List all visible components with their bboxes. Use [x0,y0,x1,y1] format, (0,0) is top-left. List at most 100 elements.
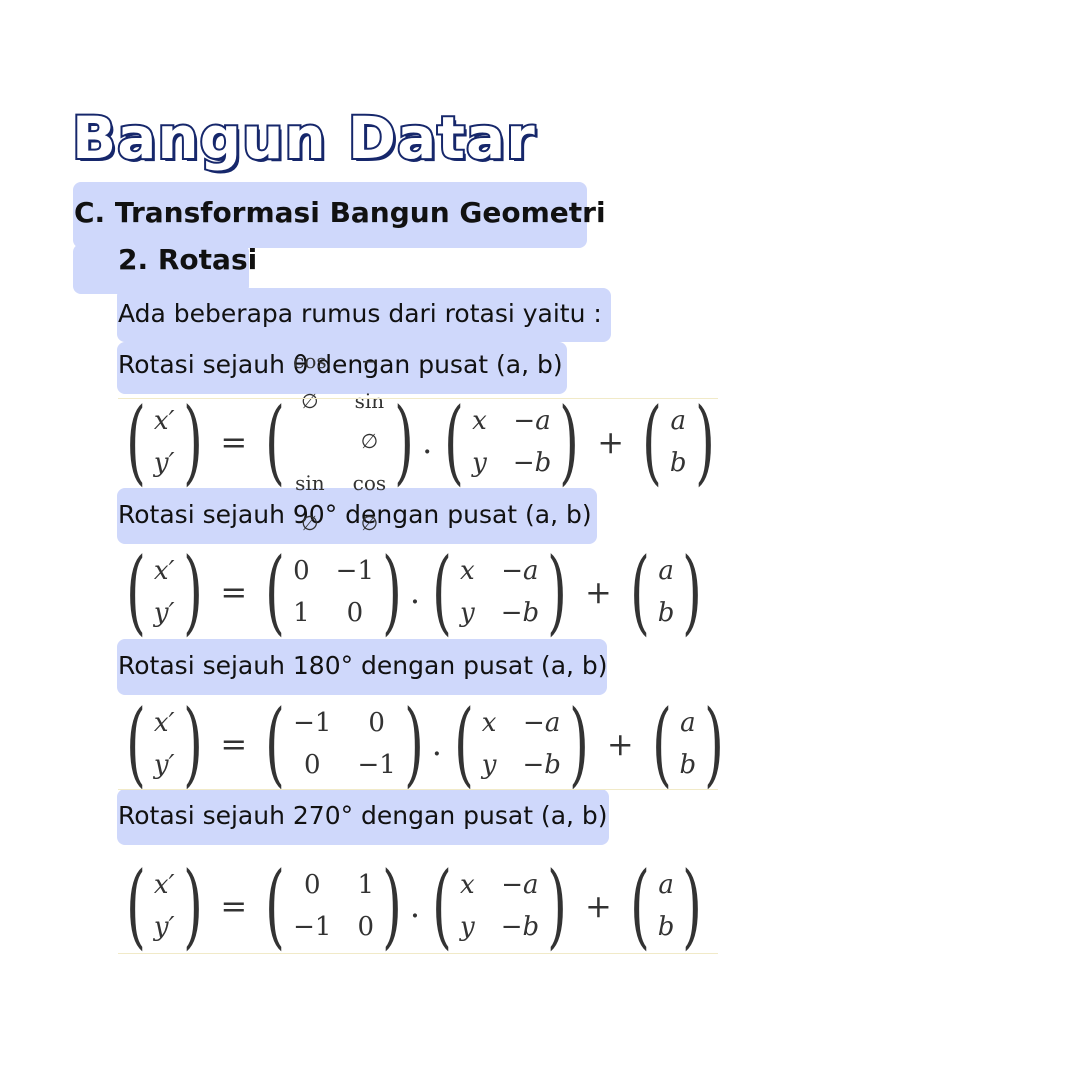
intro-highlight [117,288,611,342]
matrix-entry: 1 [293,598,310,628]
matrix-entry: y [481,750,497,780]
matrix-bracket: ( [629,538,650,645]
matrix-entry: a [658,870,674,900]
matrix-grid: cos ∅− sin ∅sin ∅cos ∅ [293,341,386,543]
matrix: (x′y′) [118,860,210,952]
matrix-entry: 1 [357,870,374,900]
matrix-entry: −b [500,912,540,942]
matrix-entry: −a [501,870,539,900]
item-label-highlight [117,789,609,845]
matrix-entry: 0 [357,912,374,942]
matrix-entry: x′ [153,708,175,738]
matrix-entry: x [481,708,497,738]
multiply-dot: . [409,573,421,611]
matrix-entry: cos ∅ [293,349,327,413]
math-operator: + [597,423,624,461]
matrix-entry: y′ [153,750,175,780]
matrix-entry: −b [522,750,561,780]
matrix-entry: −1 [293,912,332,942]
rotation-formula: (x′y′) = (cos ∅− sin ∅sin ∅cos ∅) . (x−a… [118,349,718,535]
multiply-dot: . [422,423,433,461]
rotation-label: Rotasi sejauh 90° dengan pusat (a, b) [118,500,592,529]
matrix-entry: b [669,448,687,478]
math-operator: + [585,887,612,925]
matrix-entry: y′ [153,598,175,628]
math-operator: + [585,573,612,611]
math-operator: = [220,423,248,461]
matrix-grid: x′ y′ [154,551,175,633]
math-operator: = [220,725,248,763]
matrix-entry: sin ∅ [295,471,325,535]
subsection-highlight [73,244,249,294]
matrix-entry: y [459,598,475,628]
matrix-entry: −a [523,708,561,738]
matrix: (x′y′) [118,546,210,638]
matrix-entry: y [472,448,487,478]
matrix-bracket: ( [453,690,474,797]
matrix-bracket: ) [704,690,725,797]
matrix-entry: b [657,912,675,942]
divider [118,398,718,399]
matrix-entry: x [472,406,487,436]
matrix-entry: x′ [153,406,175,436]
matrix-entry: y′ [153,448,175,478]
matrix-bracket: ( [629,852,650,959]
matrix-entry: 0 [304,870,321,900]
matrix-bracket: ( [432,852,452,959]
matrix-bracket: ) [182,852,203,959]
matrix-bracket: ( [432,538,452,645]
divider [118,789,718,790]
matrix-entry: −a [513,406,551,436]
matrix-entry: −b [500,598,540,628]
matrix: (x′y′) [118,396,210,488]
subsection-heading: 2. Rotasi [118,243,258,276]
rotation-label: Rotasi sejauh 180° dengan pusat (a, b) [118,651,608,680]
matrix-entry: −a [501,556,539,586]
matrix-entry: − sin ∅ [354,349,385,453]
matrix-bracket: ( [265,690,286,797]
matrix-entry: a [670,406,686,436]
matrix-bracket: ( [651,690,672,797]
matrix-bracket: ( [126,388,146,495]
matrix-entry: −b [512,448,552,478]
math-operator: = [220,887,248,925]
matrix-bracket: ) [694,388,715,495]
matrix-entry: a [680,708,696,738]
matrix-bracket: ) [394,388,414,495]
matrix-bracket: ) [382,538,402,645]
section-highlight [73,182,587,248]
matrix-grid: x −a y −b [482,703,561,785]
matrix-entry: b [657,598,675,628]
matrix-bracket: ) [682,852,703,959]
matrix-entry: x′ [153,556,175,586]
math-operator: = [220,573,248,611]
matrix-grid: x′y′ [154,865,175,947]
rotation-label: Rotasi sejauh 270° dengan pusat (a, b) [118,801,608,830]
matrix-bracket: ) [568,690,589,797]
matrix-bracket: ( [444,388,465,495]
math-operator: + [606,725,634,763]
matrix-entry: x [460,556,475,586]
matrix-entry: 0 [368,708,385,738]
matrix-bracket: ) [182,538,203,645]
matrix-bracket: ) [682,538,703,645]
matrix-entry: x [460,870,475,900]
matrix-entry: y′ [153,912,175,942]
matrix-grid: x −a y −b [472,401,551,483]
item-label-highlight [117,342,567,394]
